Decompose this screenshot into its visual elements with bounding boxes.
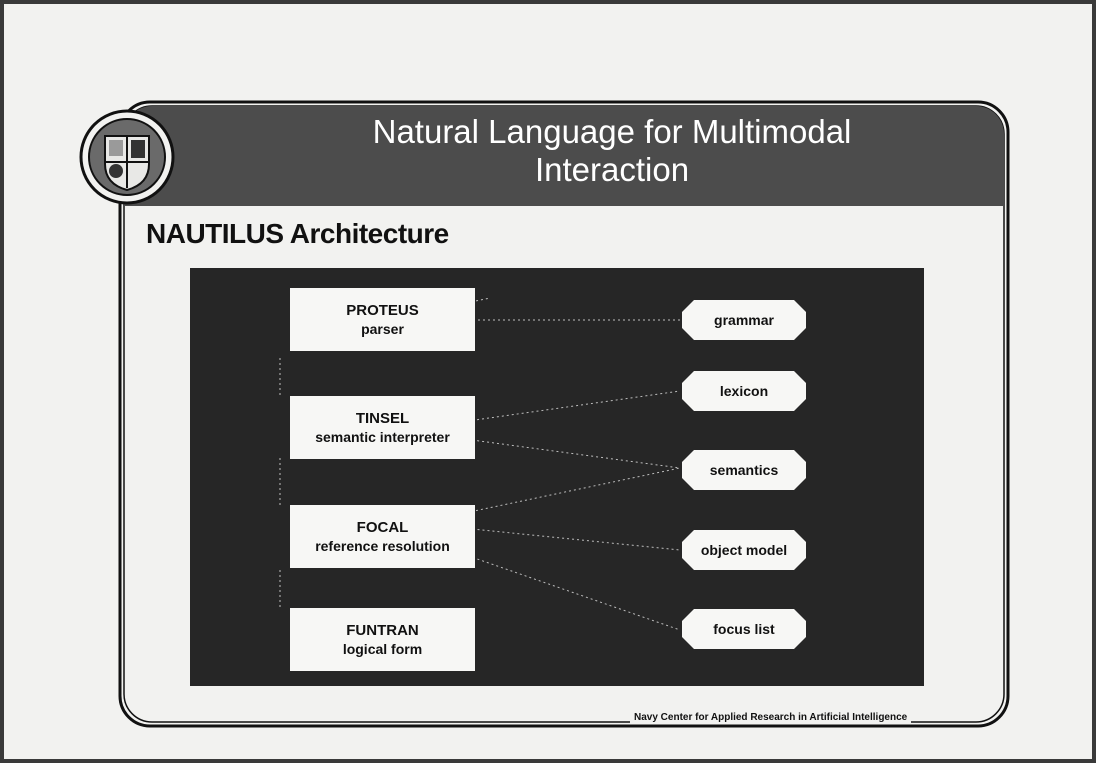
module-tinsel: TINSEL semantic interpreter — [290, 396, 475, 459]
module-proteus-name: PROTEUS — [346, 301, 419, 319]
title-banner — [124, 106, 1004, 206]
module-tinsel-sub: semantic interpreter — [315, 428, 450, 445]
module-focal: FOCAL reference resolution — [290, 505, 475, 568]
module-proteus-sub: parser — [361, 320, 404, 337]
module-tinsel-name: TINSEL — [355, 409, 410, 427]
resource-semantics: semantics — [682, 450, 806, 490]
slide-title-line2: Interaction — [534, 151, 690, 188]
resource-lexicon: lexicon — [682, 371, 806, 411]
module-focal-sub: reference resolution — [315, 537, 450, 554]
slide-title-line1: Natural Language for Multimodal — [372, 113, 852, 150]
slide-title: Natural Language for Multimodal Interact… — [262, 113, 962, 189]
module-focal-name: FOCAL — [356, 518, 409, 536]
module-funtran-name: FUNTRAN — [346, 621, 419, 639]
navy-seal-icon — [79, 109, 175, 205]
resource-object-model: object model — [682, 530, 806, 570]
resource-grammar: grammar — [682, 300, 806, 340]
resource-focus-list: focus list — [682, 609, 806, 649]
slide-footer: Navy Center for Applied Research in Arti… — [630, 712, 912, 723]
architecture-diagram: PROTEUS parser TINSEL semantic interpret… — [190, 268, 924, 686]
section-title: NAUTILUS Architecture — [146, 218, 449, 249]
module-proteus: PROTEUS parser — [290, 288, 475, 351]
module-funtran: FUNTRAN logical form — [290, 608, 475, 671]
module-funtran-sub: logical form — [342, 640, 423, 657]
slide — [114, 96, 1014, 736]
